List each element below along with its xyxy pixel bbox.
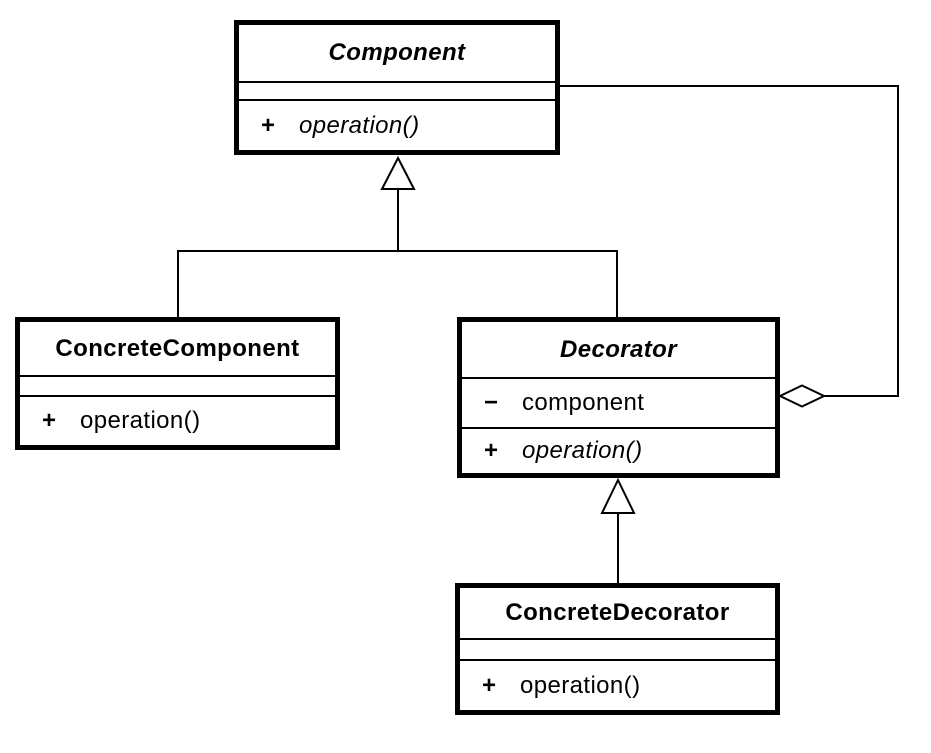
class-operations-decorator: + operation() [462,427,775,473]
visibility-sign: + [484,437,499,464]
visibility-sign: + [42,407,57,434]
class-attributes-decorator: − component [462,377,775,427]
class-attributes-component [239,81,555,99]
class-box-concrete-decorator: ConcreteDecorator + operation() [455,583,780,715]
attribute-name: component [522,389,645,416]
class-box-decorator: Decorator − component + operation() [457,317,780,478]
aggregation-line [560,85,899,397]
visibility-sign: + [482,671,497,699]
generalization-triangle-icon [600,477,636,514]
visibility-sign: − [484,389,499,416]
operation-row: + operation() [239,101,555,150]
visibility-sign: + [261,111,276,139]
class-operations-concrete-decorator: + operation() [460,659,775,710]
class-operations-component: + operation() [239,99,555,150]
class-title-concrete-component: ConcreteComponent [55,334,300,362]
aggregation-diamond-icon [777,384,827,408]
operation-row: + operation() [460,661,775,710]
class-box-component: Component + operation() [234,20,560,155]
attribute-row: − component [462,379,775,427]
generalization-triangle-icon [380,155,416,190]
class-attributes-concrete-decorator [460,638,775,659]
class-title-component: Component [328,39,466,66]
class-title-decorator: Decorator [560,335,677,363]
class-operations-concrete-component: + operation() [20,395,335,445]
operation-row: + operation() [20,397,335,445]
class-attributes-concrete-component [20,375,335,395]
operation-name: operation() [80,407,201,434]
class-box-concrete-component: ConcreteComponent + operation() [15,317,340,450]
generalization-line-to-component [177,189,618,317]
class-title-concrete-decorator: ConcreteDecorator [505,599,730,626]
operation-name: operation() [522,437,643,464]
operation-name: operation() [299,111,420,139]
operation-name: operation() [520,671,641,699]
operation-row: + operation() [462,429,775,473]
